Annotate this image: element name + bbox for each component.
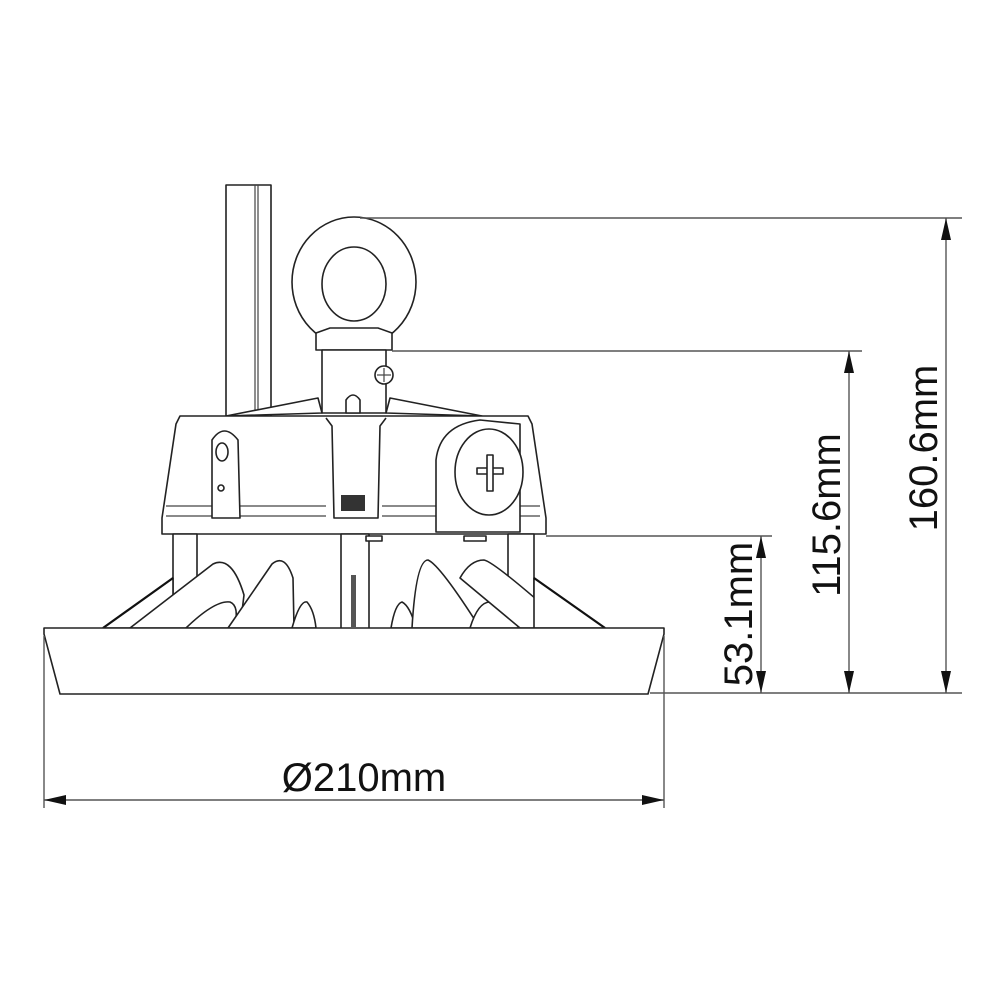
extension-lines	[43, 217, 962, 808]
dimension-height-base: 53.1mm	[717, 536, 766, 693]
height-total-label: 160.6mm	[902, 365, 946, 532]
diameter-label: Ø210mm	[282, 756, 447, 800]
driver-housing	[161, 415, 547, 535]
heat-sink-fins	[102, 559, 606, 629]
dimension-height-eyebolt: 115.6mm	[805, 351, 854, 693]
mounting-pole	[225, 184, 272, 418]
lens-base	[43, 627, 665, 695]
eye-bolt	[291, 216, 417, 414]
height-eyebolt-label: 115.6mm	[805, 433, 849, 597]
height-base-label: 53.1mm	[717, 542, 761, 687]
housing-shoulder	[225, 397, 483, 417]
dimension-height-total: 160.6mm	[902, 218, 951, 693]
dimension-diameter: Ø210mm	[44, 756, 664, 805]
